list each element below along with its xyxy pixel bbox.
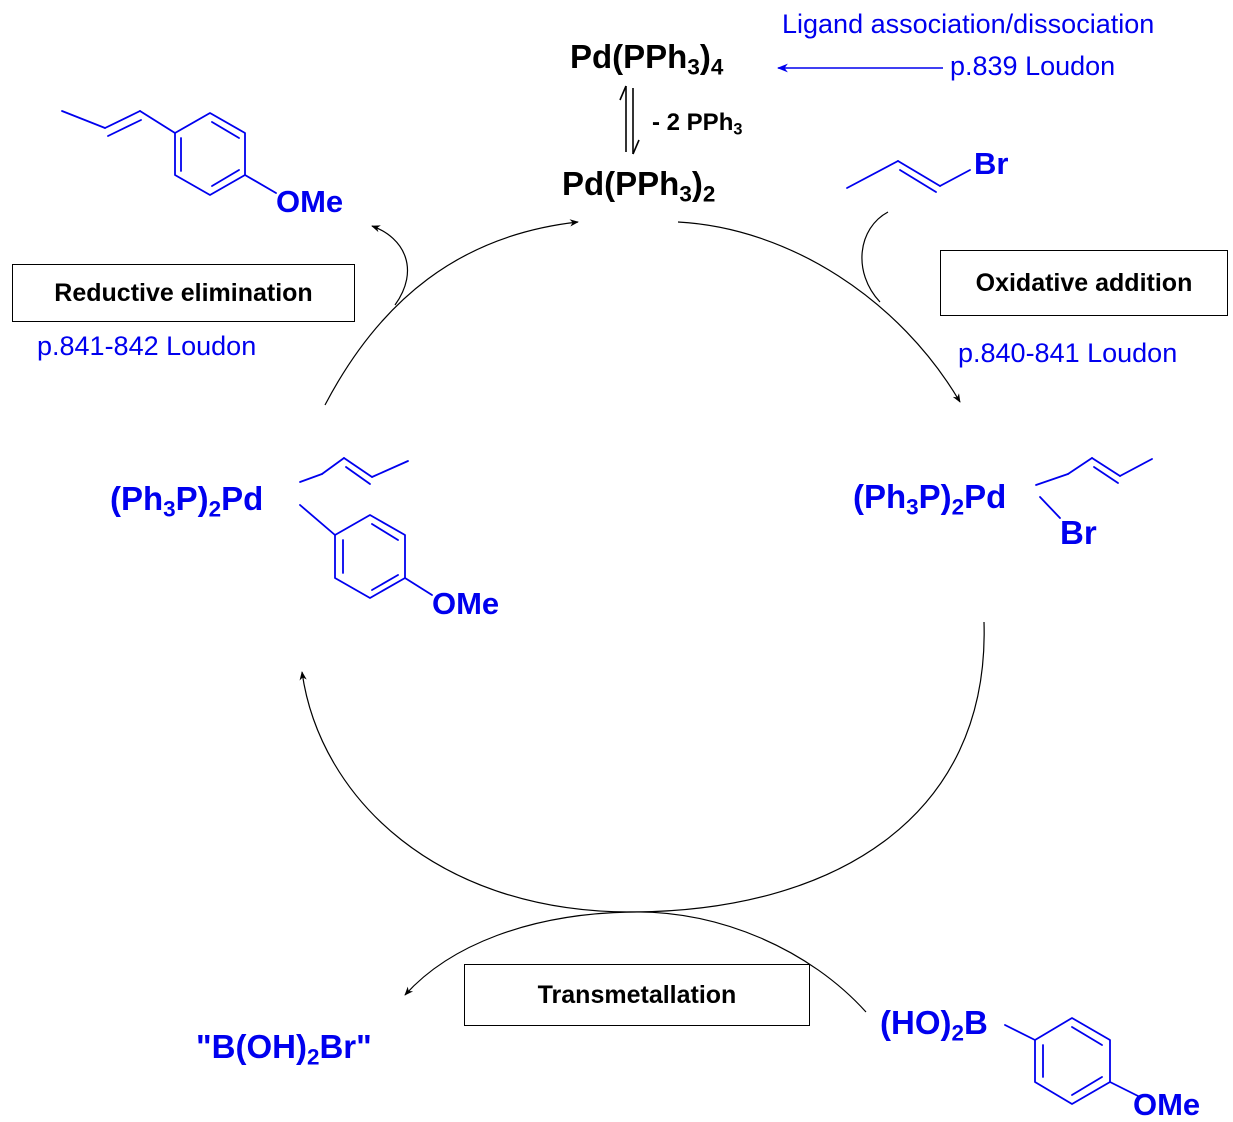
reductive-elimination-box: Reductive elimination xyxy=(12,264,355,322)
ox-complex-br-label: Br xyxy=(1060,514,1097,551)
arc-oxidative-to-transmetal xyxy=(629,621,985,913)
ligand-loss-label: - 2 PPh3 xyxy=(652,109,743,139)
reductive-ref: p.841-842 Loudon xyxy=(37,331,257,361)
equilibrium-arrows xyxy=(619,85,640,155)
red-complex-ome-label: OMe xyxy=(432,586,500,621)
arc-transmetal-to-reductive xyxy=(299,671,631,913)
transmetallation-box: Transmetallation xyxy=(464,964,810,1026)
boronic-label: (HO)2B xyxy=(880,1004,988,1046)
arrow-product-out xyxy=(371,225,409,306)
oxidative-addition-box: Oxidative addition xyxy=(940,250,1228,316)
arrow-transmetallation xyxy=(404,911,867,1013)
oxidative-ref: p.840-841 Loudon xyxy=(958,338,1178,368)
arc-reductive-to-pd xyxy=(324,219,579,406)
ligand-note-title: Ligand association/dissociation xyxy=(782,9,1155,39)
bromide-structure xyxy=(846,160,971,193)
pd-pph3-4-label: Pd(PPh3)4 xyxy=(570,38,724,80)
red-complex-pd-label: (Ph3P)2Pd xyxy=(110,480,264,522)
boronic-ome-label: OMe xyxy=(1133,1087,1201,1122)
arc-pd-to-oxidative xyxy=(677,221,961,403)
pd-pph3-2-label: Pd(PPh3)2 xyxy=(562,165,716,207)
ligand-note-ref: p.839 Loudon xyxy=(950,51,1116,81)
byproduct-label: "B(OH)2Br" xyxy=(196,1028,372,1070)
red-complex-structure xyxy=(299,457,433,599)
ox-complex-structure xyxy=(1035,457,1153,519)
bromide-br-label: Br xyxy=(974,146,1009,181)
arrow-bromide-in xyxy=(861,211,889,303)
ox-complex-pd-label: (Ph3P)2Pd xyxy=(853,478,1007,520)
boronic-structure xyxy=(1004,1017,1141,1105)
product-structure xyxy=(61,110,277,196)
product-ome-label: OMe xyxy=(276,184,344,219)
